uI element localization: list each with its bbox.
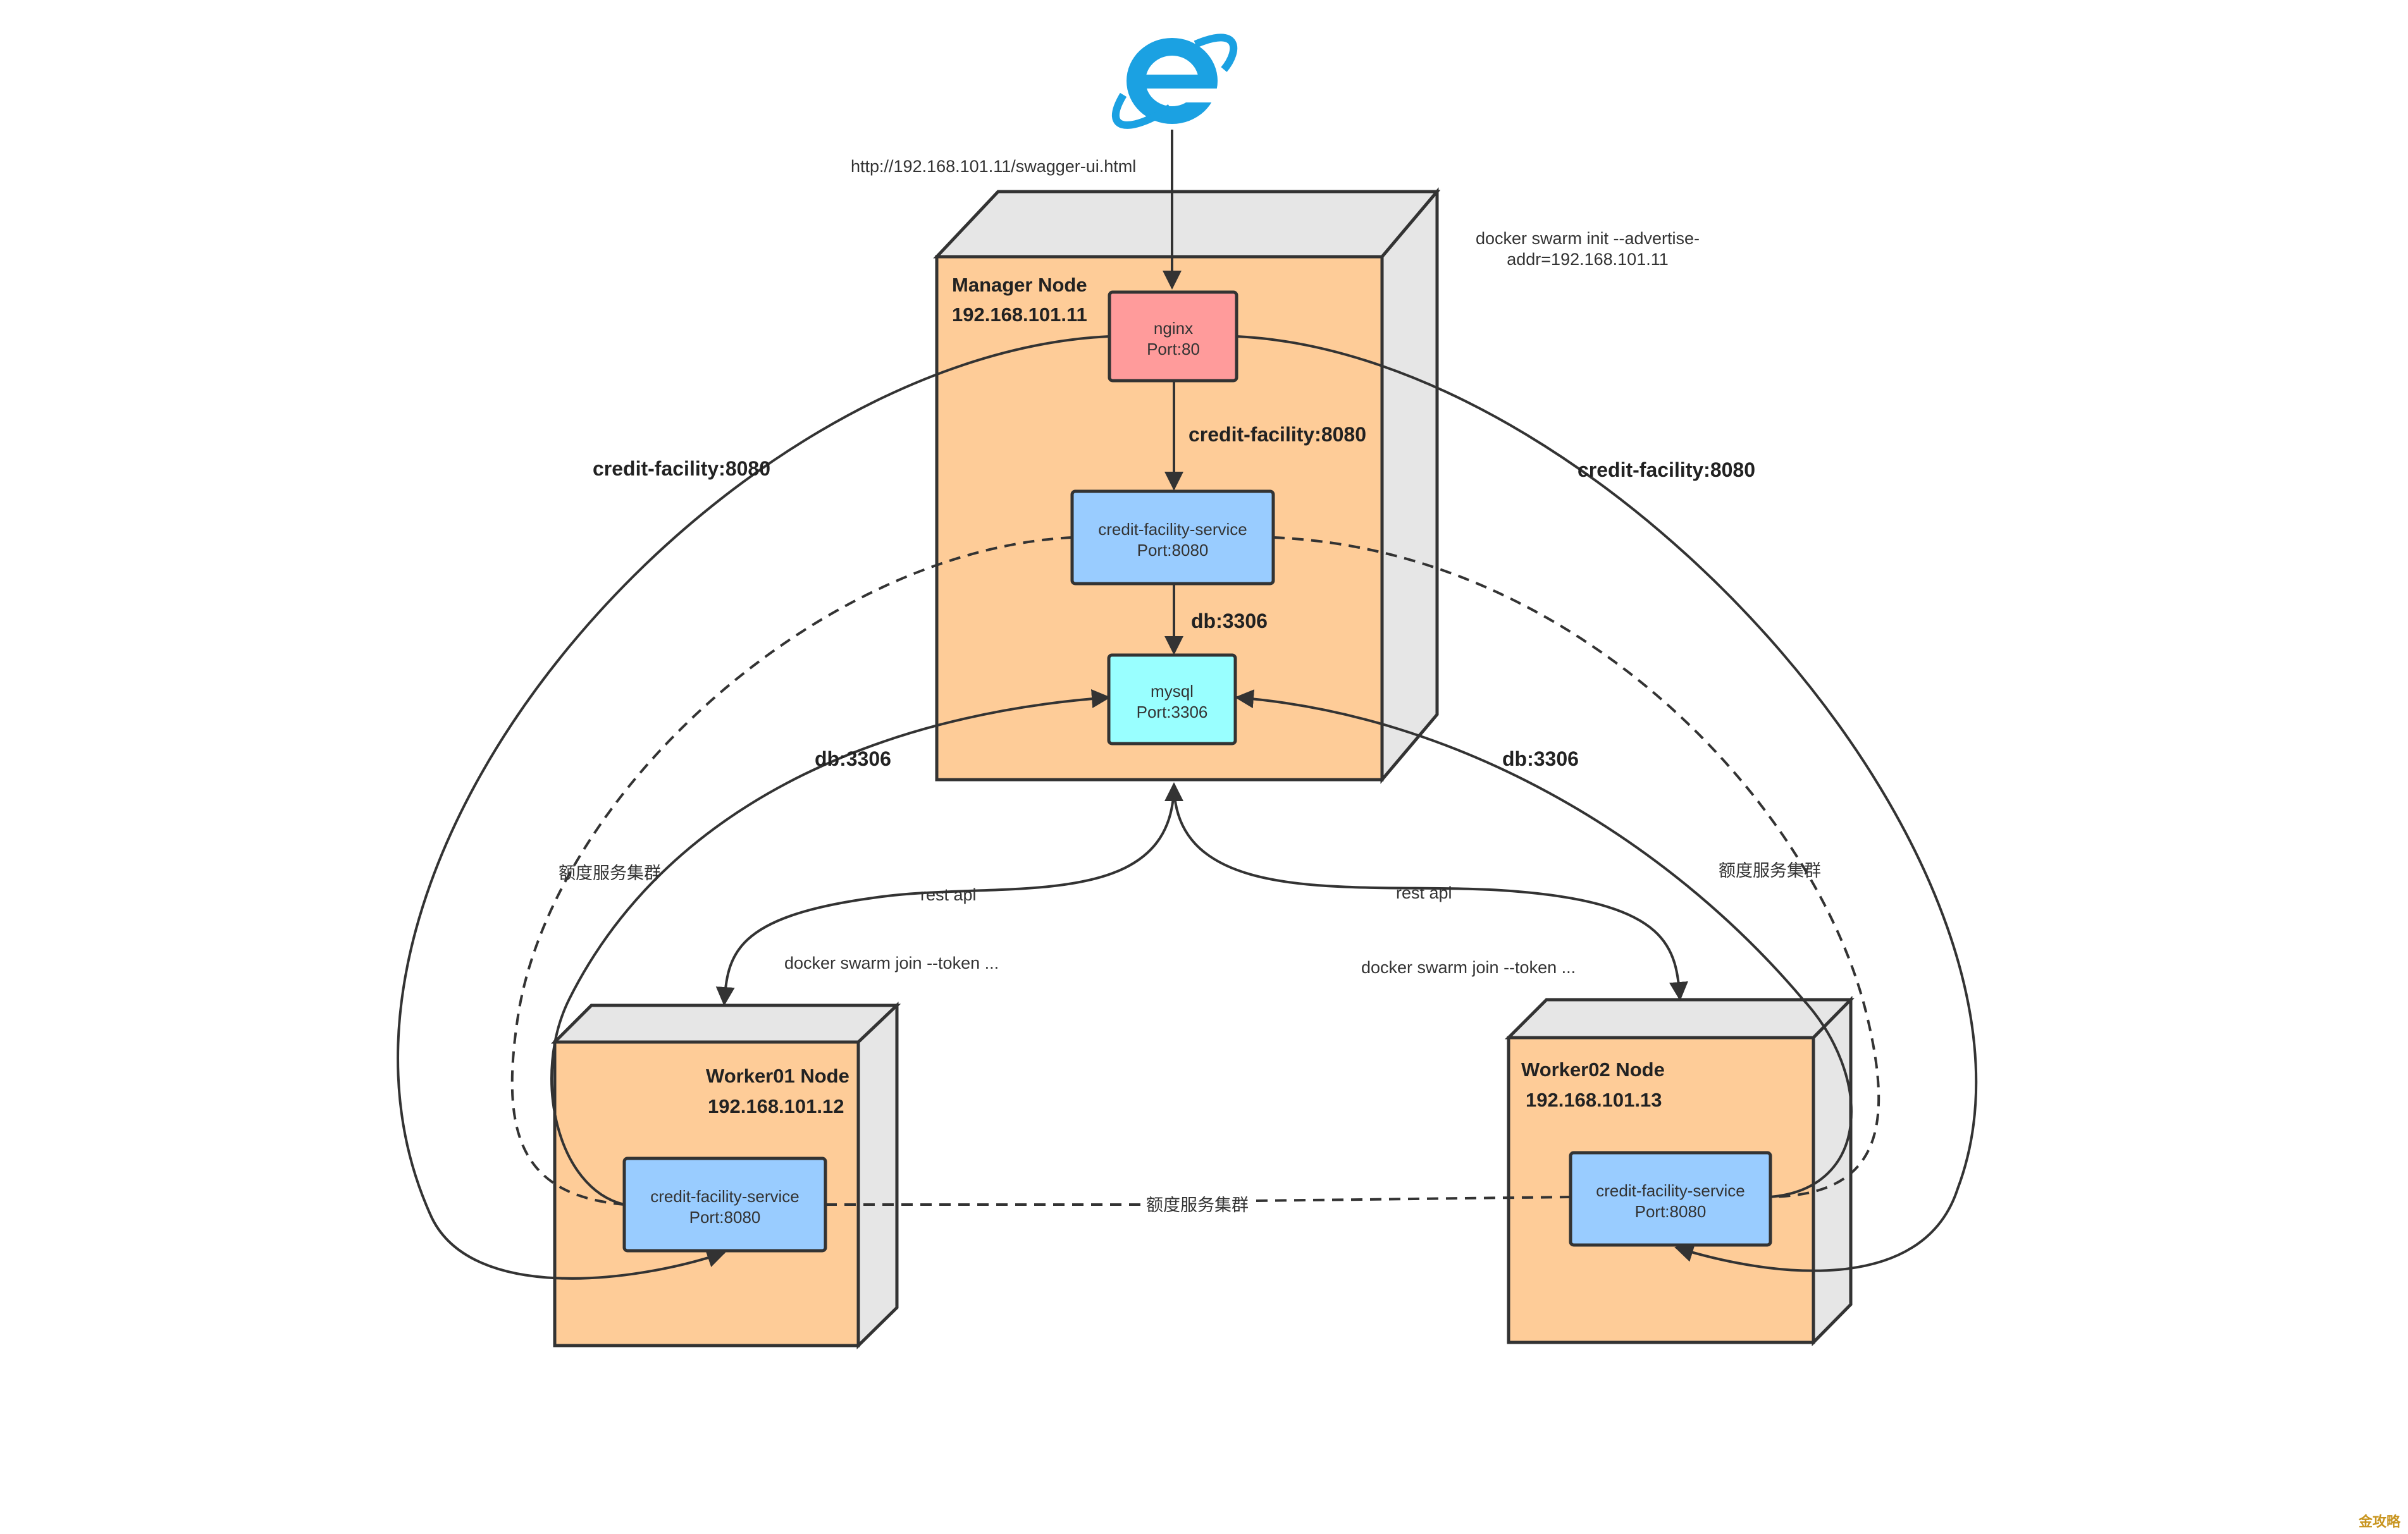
worker01-node-side <box>856 1002 899 1349</box>
manager-service-port: Port:8080 <box>1137 541 1209 560</box>
worker02-join-cmd: docker swarm join --token ... <box>1361 958 1576 977</box>
worker01-node-top <box>550 1003 901 1044</box>
edge-rest-api-worker01 <box>715 782 1183 1006</box>
edge-right-credit-label: credit-facility:8080 <box>1578 458 1755 481</box>
worker01-service-name: credit-facility-service <box>650 1187 800 1206</box>
edge-worker01-mysql <box>550 689 1111 1206</box>
worker01-service-port: Port:8080 <box>689 1208 761 1227</box>
worker02-node-side <box>1812 995 1853 1347</box>
manager-service-name: credit-facility-service <box>1098 520 1247 539</box>
manager-service-box[interactable]: credit-facility-service Port:8080 <box>1070 489 1275 586</box>
manager-nginx-box[interactable]: nginx Port:80 <box>1108 290 1238 383</box>
browser-url: http://192.168.101.11/swagger-ui.html <box>851 157 1136 176</box>
edge-cluster-left <box>510 536 1073 1206</box>
manager-node-side <box>1380 187 1439 784</box>
edge-right-db-label: db:3306 <box>1502 747 1579 770</box>
edge-bottom-cluster-label: 额度服务集群 <box>1146 1196 1249 1215</box>
worker02-service-name: credit-facility-service <box>1596 1181 1745 1200</box>
swarm-init-line1: docker swarm init --advertise- <box>1476 229 1700 248</box>
edge-cluster-bottom <box>825 1196 1571 1206</box>
edge-right-rest-label: rest api <box>1396 883 1452 902</box>
connections <box>397 130 1978 1280</box>
worker01-node-ip: 192.168.101.12 <box>708 1095 844 1117</box>
edge-left-rest-label: rest api <box>920 885 977 904</box>
mysql-name: mysql <box>1151 682 1194 701</box>
edge-nginx-worker01 <box>397 335 1110 1280</box>
edge-worker02-mysql <box>1235 689 1853 1198</box>
worker02-service-port: Port:8080 <box>1635 1202 1707 1221</box>
nginx-port: Port:80 <box>1147 340 1200 359</box>
worker02-node-ip: 192.168.101.13 <box>1526 1089 1662 1111</box>
nginx-name: nginx <box>1154 319 1193 338</box>
worker02-node-top <box>1504 998 1855 1040</box>
worker02-node-title: Worker02 Node <box>1521 1058 1665 1081</box>
internet-explorer-icon <box>1111 34 1238 129</box>
edge-left-credit-label: credit-facility:8080 <box>593 457 770 480</box>
worker01-node-title: Worker01 Node <box>706 1065 849 1087</box>
watermark-logo: 金攻略 <box>2358 1514 2401 1530</box>
manager-node-ip: 192.168.101.11 <box>952 304 1087 326</box>
edge-right-cluster-label: 额度服务集群 <box>1719 861 1821 880</box>
edge-rest-api-worker02 <box>1173 783 1688 1001</box>
worker01-join-cmd: docker swarm join --token ... <box>784 954 999 973</box>
swarm-init-line2: addr=192.168.101.11 <box>1507 250 1669 269</box>
manager-node-title: Manager Node <box>952 274 1087 296</box>
mysql-port: Port:3306 <box>1137 703 1208 721</box>
edge-nginx-worker02 <box>1236 335 1978 1272</box>
manager-node-top <box>933 190 1441 259</box>
manager-mysql-box[interactable]: mysql Port:3306 <box>1107 653 1237 746</box>
edge-nginx-service-label: credit-facility:8080 <box>1189 423 1366 446</box>
edge-service-db-label: db:3306 <box>1191 610 1268 632</box>
edge-left-cluster-label: 额度服务集群 <box>559 864 661 883</box>
edge-left-db-label: db:3306 <box>815 747 891 770</box>
worker02-service-box[interactable]: credit-facility-service Port:8080 <box>1569 1151 1772 1247</box>
worker01-service-box[interactable]: credit-facility-service Port:8080 <box>622 1157 827 1253</box>
